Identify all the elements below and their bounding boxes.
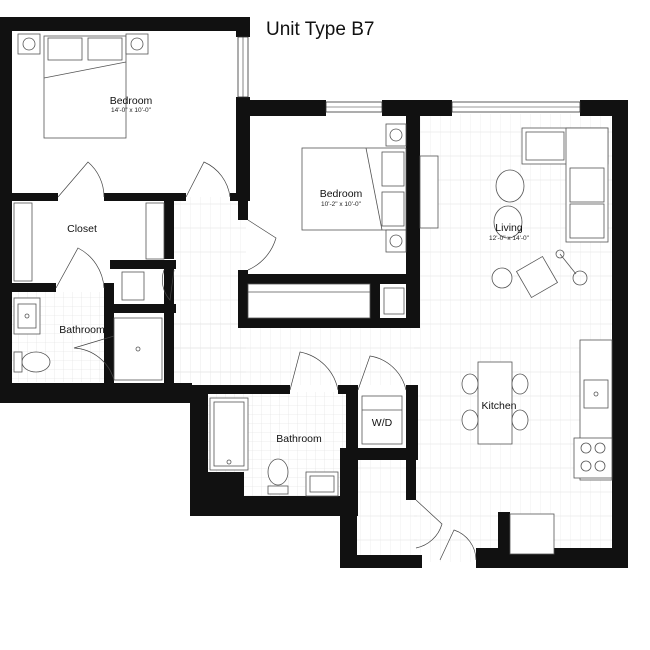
room-labels: Bedroom 14'-0" x 10'-0" Bedroom 10'-2" x… (59, 95, 529, 445)
room-label-bathroom-2: Bathroom (276, 433, 322, 445)
plan-title: Unit Type B7 (266, 19, 374, 40)
tv-console-icon (419, 155, 439, 229)
dining-table-icon (461, 361, 529, 445)
bathroom-fixtures (209, 397, 339, 497)
room-dimensions-bedroom-2: 10'-2" x 10'-0" (321, 201, 362, 208)
bathroom-fixtures (13, 297, 163, 381)
walls (0, 17, 628, 568)
refrigerator-icon (509, 513, 555, 555)
toilet-icon (21, 351, 51, 373)
chair-icon (491, 169, 588, 299)
room-label-bedroom-1: Bedroom (110, 95, 153, 107)
room-label-bathroom-1: Bathroom (59, 324, 105, 336)
room-dimensions-bedroom-1: 14'-0" x 10'-0" (111, 107, 152, 114)
bed-icon (17, 33, 149, 139)
stove-icon (573, 437, 613, 479)
room-label-kitchen: Kitchen (481, 400, 516, 412)
room-label-laundry: W/D (372, 417, 393, 429)
wardrobe-icon (247, 283, 405, 319)
room-label-bedroom-2: Bedroom (320, 188, 363, 200)
toilet-icon (267, 458, 289, 486)
washer-dryer-icon (361, 395, 403, 445)
sofa-icon (521, 127, 609, 243)
door-swings (55, 161, 477, 561)
room-label-closet: Closet (67, 223, 97, 235)
bathtub-icon (209, 397, 249, 471)
closet-shelf-icon (13, 202, 165, 301)
room-label-living: Living (495, 222, 523, 234)
bed-icon (301, 123, 407, 253)
windows (237, 36, 581, 113)
room-dimensions-living: 12'-0" x 14'-0" (489, 235, 530, 242)
